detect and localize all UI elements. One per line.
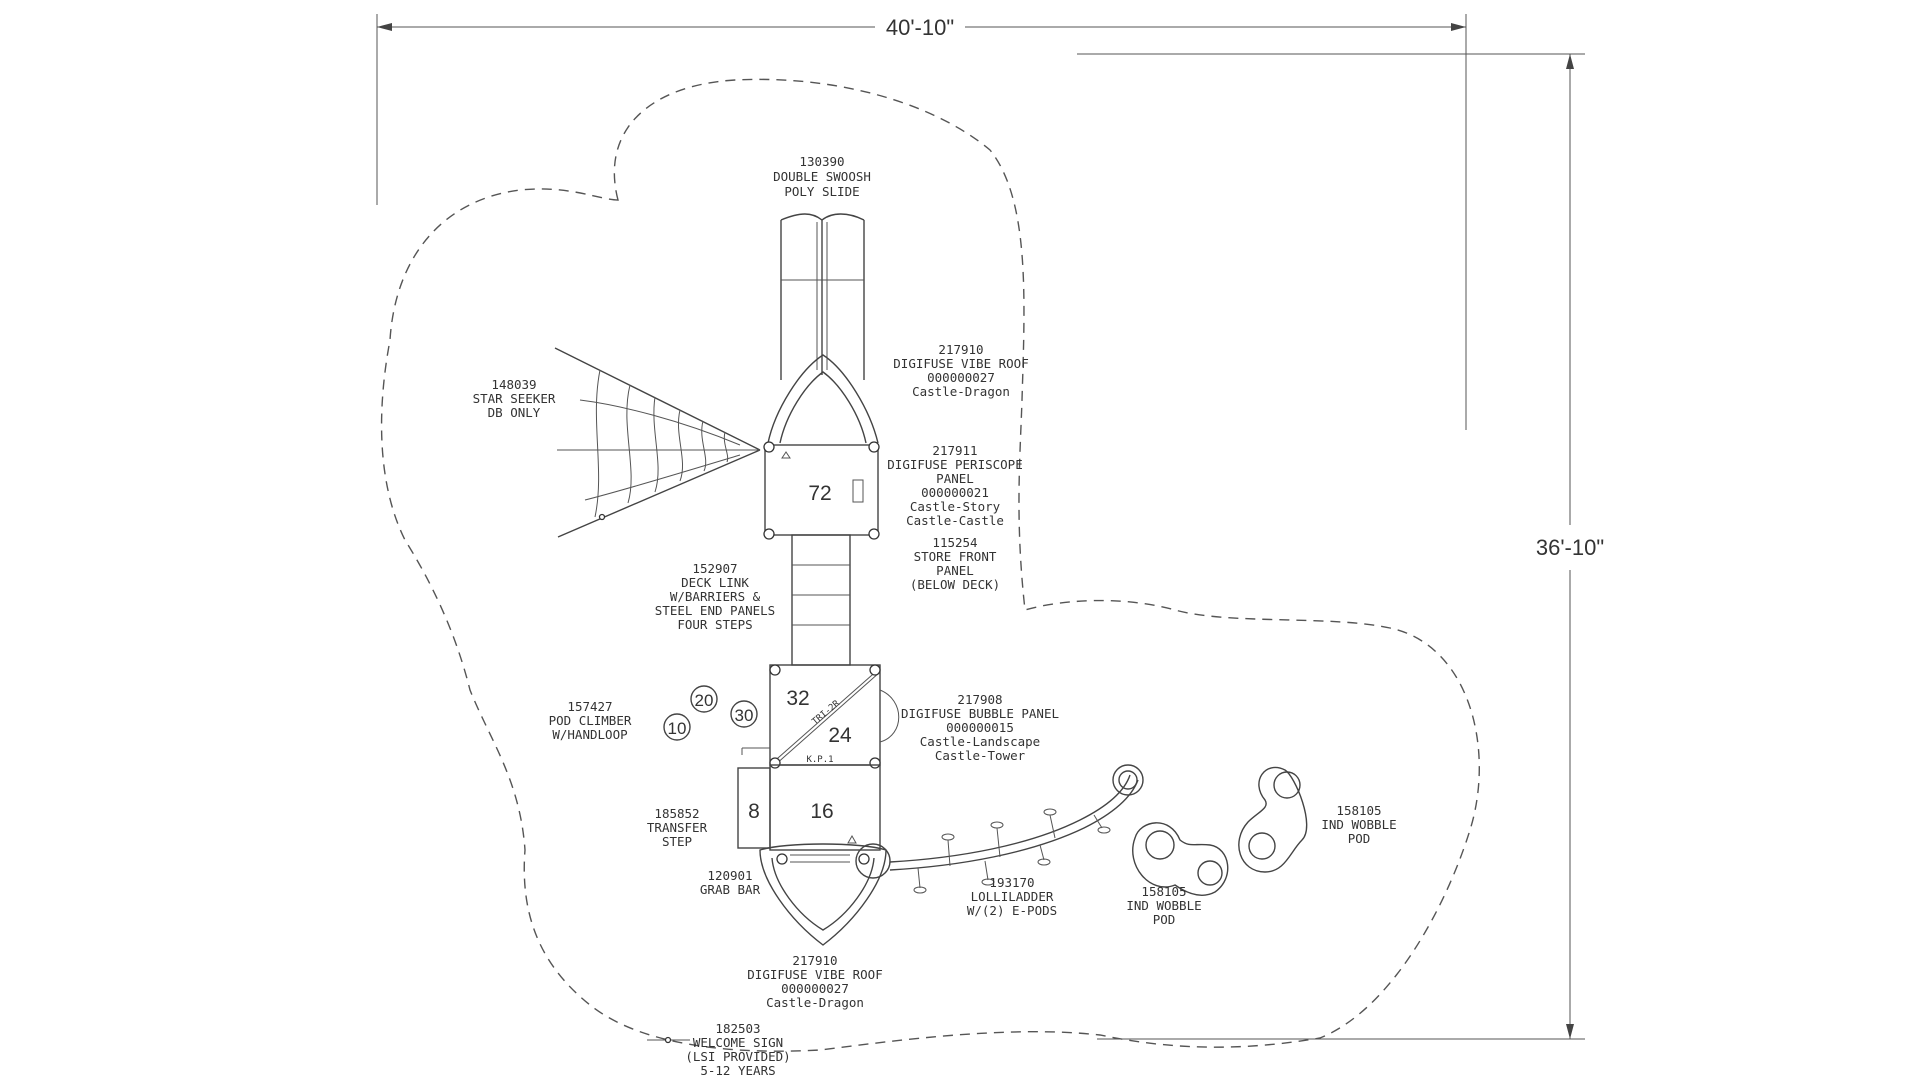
label-roof-bottom: 217910 DIGIFUSE VIBE ROOF 000000027 Cast…	[747, 953, 882, 1010]
middle-deck: 32 24 TRI-2R K.P.1	[741, 664, 900, 769]
star-seeker-net	[554, 347, 761, 538]
label-roof-bottom-line: Castle-Dragon	[766, 995, 864, 1010]
height-dimension-label: 36'-10"	[1536, 535, 1604, 560]
label-deck-link-line: DECK LINK	[681, 575, 749, 590]
label-wobble-bottom-line: POD	[1153, 912, 1176, 927]
label-wobble-bottom: 158105 IND WOBBLE POD	[1126, 884, 1201, 927]
label-wobble-right-line: 158105	[1336, 803, 1381, 818]
label-pod-climber-line: POD CLIMBER	[549, 713, 632, 728]
pod-climber-pods: 20 30 10	[663, 685, 758, 741]
label-bubble-panel-line: 217908	[957, 692, 1002, 707]
label-grab-bar: 120901 GRAB BAR	[700, 868, 761, 897]
label-wobble-bottom-line: 158105	[1141, 884, 1186, 899]
width-dimension: 40'-10"	[376, 14, 1467, 430]
kp-mark: K.P.1	[806, 755, 833, 765]
deck-height-8: 8	[748, 800, 760, 823]
deck-height-72: 72	[808, 482, 831, 505]
lolliladder	[855, 764, 1144, 894]
wobble-pod-right	[1238, 766, 1308, 873]
label-periscope-line: 217911	[932, 443, 977, 458]
label-bubble-panel-line: DIGIFUSE BUBBLE PANEL	[901, 706, 1059, 721]
label-store-front-line: PANEL	[936, 563, 974, 578]
label-periscope-line: Castle-Castle	[906, 513, 1004, 528]
label-deck-link-line: 152907	[692, 561, 737, 576]
wobble-pod-bottom	[1132, 822, 1229, 896]
pod-height-10: 10	[668, 719, 687, 738]
label-grab-bar-line: 120901	[707, 868, 752, 883]
upper-deck: 72	[763, 441, 880, 540]
label-deck-link-line: FOUR STEPS	[677, 617, 752, 632]
label-pod-climber: 157427 POD CLIMBER W/HANDLOOP	[549, 699, 632, 742]
double-swoosh-slide	[780, 213, 865, 380]
label-store-front-line: (BELOW DECK)	[910, 577, 1000, 592]
label-grab-bar-line: GRAB BAR	[700, 882, 761, 897]
label-slide: 130390 DOUBLE SWOOSH POLY SLIDE	[773, 154, 871, 199]
label-roof-bottom-line: 000000027	[781, 981, 849, 996]
lower-roof	[759, 834, 887, 946]
label-periscope-line: Castle-Story	[910, 499, 1001, 514]
label-roof-top-line: Castle-Dragon	[912, 384, 1010, 399]
label-star-seeker-line: STAR SEEKER	[473, 391, 556, 406]
use-zone-boundary	[380, 78, 1480, 1052]
label-transfer-step-line: STEP	[662, 834, 692, 849]
label-roof-bottom-line: 217910	[792, 953, 837, 968]
label-welcome-sign-line: WELCOME SIGN	[693, 1035, 783, 1050]
pod-height-30: 30	[735, 706, 754, 725]
label-roof-bottom-line: DIGIFUSE VIBE ROOF	[747, 967, 882, 982]
label-lolliladder: 193170 LOLLILADDER W/(2) E-PODS	[967, 875, 1057, 918]
label-transfer-step-line: TRANSFER	[647, 820, 708, 835]
label-roof-top-line: 000000027	[927, 370, 995, 385]
label-star-seeker: 148039 STAR SEEKER DB ONLY	[473, 377, 556, 420]
height-dimension: 36'-10"	[1077, 53, 1604, 1040]
deck-height-32: 32	[786, 687, 809, 710]
label-bubble-panel-line: Castle-Landscape	[920, 734, 1040, 749]
label-roof-top-line: DIGIFUSE VIBE ROOF	[893, 356, 1028, 371]
label-store-front: 115254 STORE FRONT PANEL (BELOW DECK)	[910, 535, 1000, 592]
label-pod-climber-line: W/HANDLOOP	[552, 727, 627, 742]
label-welcome-sign-line: 5-12 YEARS	[700, 1063, 775, 1078]
width-dimension-label: 40'-10"	[886, 15, 954, 40]
label-bubble-panel: 217908 DIGIFUSE BUBBLE PANEL 000000015 C…	[901, 692, 1059, 763]
label-periscope-line: 000000021	[921, 485, 989, 500]
label-store-front-line: 115254	[932, 535, 977, 550]
deck-height-16: 16	[810, 800, 833, 823]
label-pod-climber-line: 157427	[567, 699, 612, 714]
label-deck-link-line: STEEL END PANELS	[655, 603, 775, 618]
upper-roof	[767, 354, 879, 444]
label-slide-line: 130390	[799, 154, 844, 169]
label-deck-link: 152907 DECK LINK W/BARRIERS & STEEL END …	[655, 561, 775, 632]
lower-deck: 8 16	[737, 764, 881, 863]
label-transfer-step: 185852 TRANSFER STEP	[647, 806, 708, 849]
label-periscope-line: DIGIFUSE PERISCOPE	[887, 457, 1022, 472]
label-periscope-line: PANEL	[936, 471, 974, 486]
label-transfer-step-line: 185852	[654, 806, 699, 821]
label-bubble-panel-line: 000000015	[946, 720, 1014, 735]
label-wobble-right: 158105 IND WOBBLE POD	[1321, 803, 1396, 846]
label-lolliladder-line: LOLLILADDER	[971, 889, 1054, 904]
label-welcome-sign-line: (LSI PROVIDED)	[685, 1049, 790, 1064]
label-slide-line: POLY SLIDE	[784, 184, 859, 199]
label-wobble-bottom-line: IND WOBBLE	[1126, 898, 1201, 913]
diag-mark: TRI-2R	[811, 698, 843, 727]
label-lolliladder-line: 193170	[989, 875, 1034, 890]
label-star-seeker-line: DB ONLY	[488, 405, 541, 420]
label-star-seeker-line: 148039	[491, 377, 536, 392]
label-deck-link-line: W/BARRIERS &	[670, 589, 761, 604]
label-lolliladder-line: W/(2) E-PODS	[967, 903, 1057, 918]
label-periscope: 217911 DIGIFUSE PERISCOPE PANEL 00000002…	[887, 443, 1022, 528]
label-store-front-line: STORE FRONT	[914, 549, 997, 564]
label-roof-top: 217910 DIGIFUSE VIBE ROOF 000000027 Cast…	[893, 342, 1028, 399]
deck-link-steps	[791, 534, 851, 666]
label-roof-top-line: 217910	[938, 342, 983, 357]
label-welcome-sign-line: 182503	[715, 1021, 760, 1036]
welcome-sign	[647, 1036, 690, 1044]
label-wobble-right-line: POD	[1348, 831, 1371, 846]
pod-height-20: 20	[695, 691, 714, 710]
label-wobble-right-line: IND WOBBLE	[1321, 817, 1396, 832]
label-slide-line: DOUBLE SWOOSH	[773, 169, 871, 184]
deck-height-24: 24	[828, 724, 852, 747]
label-welcome-sign: 182503 WELCOME SIGN (LSI PROVIDED) 5-12 …	[685, 1021, 790, 1078]
label-bubble-panel-line: Castle-Tower	[935, 748, 1026, 763]
